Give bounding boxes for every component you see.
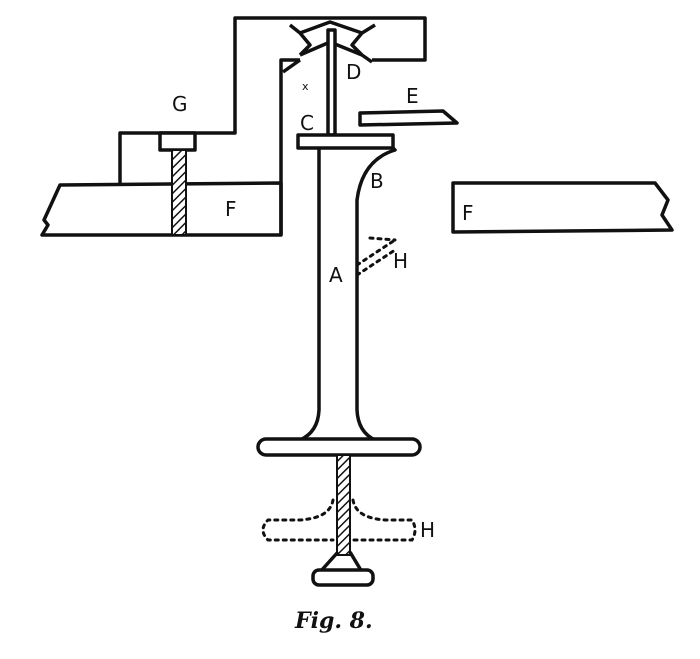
stepped-frame [118, 16, 427, 235]
rod-d [326, 28, 337, 137]
right-bench-f [451, 181, 674, 234]
label-x: x [302, 80, 309, 93]
label-h-upper: H [393, 249, 408, 273]
bottom-knob [311, 568, 375, 587]
label-b: B [370, 169, 384, 193]
figure-caption: Fig. 8. [294, 608, 373, 634]
label-a: A [329, 263, 343, 287]
handle-plate [256, 437, 422, 457]
left-bench-f [40, 181, 283, 237]
g-screw-head [158, 131, 197, 152]
threaded-shaft [336, 454, 351, 556]
g-screw-thread [171, 149, 187, 236]
label-d: D [346, 60, 361, 84]
dotted-h-lower [261, 498, 417, 542]
label-c: C [300, 111, 314, 135]
label-e: E [406, 84, 419, 108]
label-f-right: F [462, 201, 474, 225]
label-f-left: F [225, 197, 237, 221]
label-h-lower: H [420, 518, 435, 542]
blade-e [358, 109, 459, 127]
dotted-h-upper [355, 236, 397, 277]
label-g: G [172, 92, 188, 116]
plate-c [296, 133, 395, 150]
